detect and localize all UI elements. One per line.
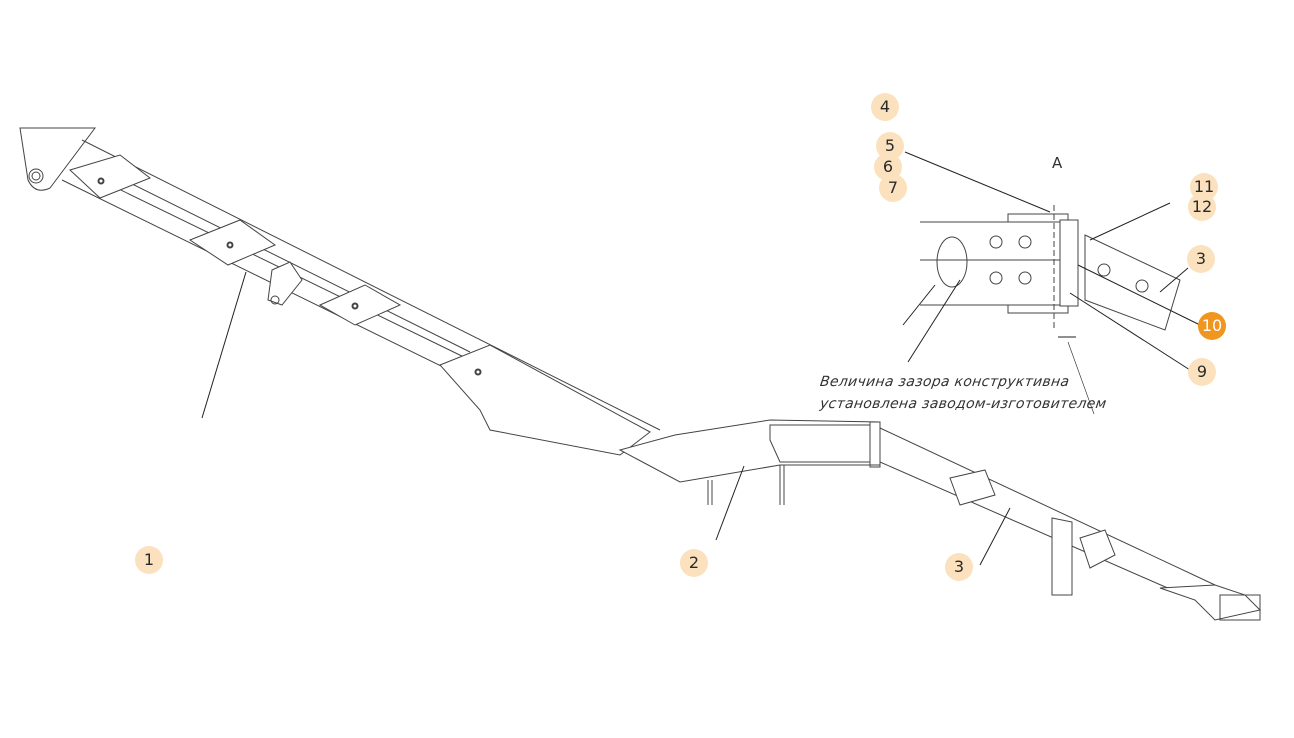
callout-3[interactable]: 3	[945, 553, 973, 581]
view-label-a: A	[1052, 154, 1063, 172]
callout-9[interactable]: 9	[1188, 358, 1216, 386]
callout-3-detail[interactable]: 3	[1187, 245, 1215, 273]
note-line-1: Величина зазора конструктивна	[818, 374, 1071, 390]
beam-section-3	[879, 427, 1261, 621]
callout-2[interactable]: 2	[680, 549, 708, 577]
note-line-2: установлена заводом-изготовителем	[818, 396, 1108, 412]
callout-12[interactable]: 12	[1188, 193, 1216, 221]
detail-view-a	[920, 205, 1181, 331]
callout-4[interactable]: 4	[871, 93, 899, 121]
callout-1[interactable]: 1	[135, 546, 163, 574]
beam-section-1	[19, 127, 661, 456]
callout-10-active[interactable]: 10	[1198, 312, 1226, 340]
leader-lines	[201, 151, 1201, 566]
callout-7[interactable]: 7	[879, 174, 907, 202]
beam-section-2	[618, 419, 881, 505]
